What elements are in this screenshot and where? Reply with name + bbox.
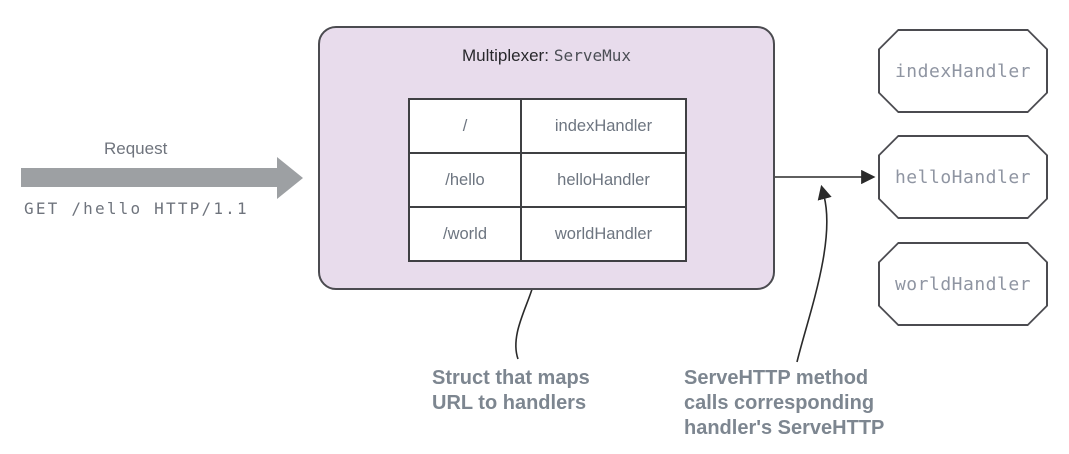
handler-box-label: worldHandler [894, 273, 1032, 295]
hello-handler-box: helloHandler [878, 135, 1048, 219]
request-label: Request [104, 139, 168, 158]
world-handler-box: worldHandler [878, 242, 1048, 326]
servehttp-note-line: handler's ServeHTTP [684, 417, 885, 439]
request-http-line: GET /hello HTTP/1.1 [24, 199, 249, 218]
route-handler-cell: worldHandler [522, 208, 685, 260]
multiplexer-title-label: Multiplexer: [462, 46, 549, 65]
handler-box-label: indexHandler [894, 60, 1032, 82]
servehttp-note: ServeHTTP method calls corresponding han… [684, 366, 884, 441]
servehttp-note-line: calls corresponding [684, 392, 875, 414]
struct-note-line: URL to handlers [432, 392, 587, 414]
multiplexer-title-code: ServeMux [553, 46, 631, 65]
route-path-cell: /hello [410, 154, 520, 206]
route-handler-cell: indexHandler [522, 100, 685, 152]
struct-note-line: Struct that maps [432, 367, 590, 389]
struct-note: Struct that maps URL to handlers [432, 366, 590, 416]
index-handler-box: indexHandler [878, 29, 1048, 113]
route-table: / indexHandler /hello helloHandler /worl… [408, 98, 687, 262]
route-path-cell: / [410, 100, 520, 152]
servehttp-note-pointer-arrow [796, 184, 832, 363]
multiplexer-box: Multiplexer:ServeMux / indexHandler /hel… [318, 26, 775, 290]
octagon-fill [880, 244, 1046, 324]
octagon-fill [880, 31, 1046, 111]
octagon-fill [880, 137, 1046, 217]
handler-box-label: helloHandler [894, 166, 1032, 188]
servehttp-note-line: ServeHTTP method [684, 367, 869, 389]
route-path-cell: /world [410, 208, 520, 260]
route-handler-cell: helloHandler [522, 154, 685, 206]
multiplexer-title: Multiplexer:ServeMux [320, 46, 773, 66]
request-arrow [21, 157, 303, 199]
